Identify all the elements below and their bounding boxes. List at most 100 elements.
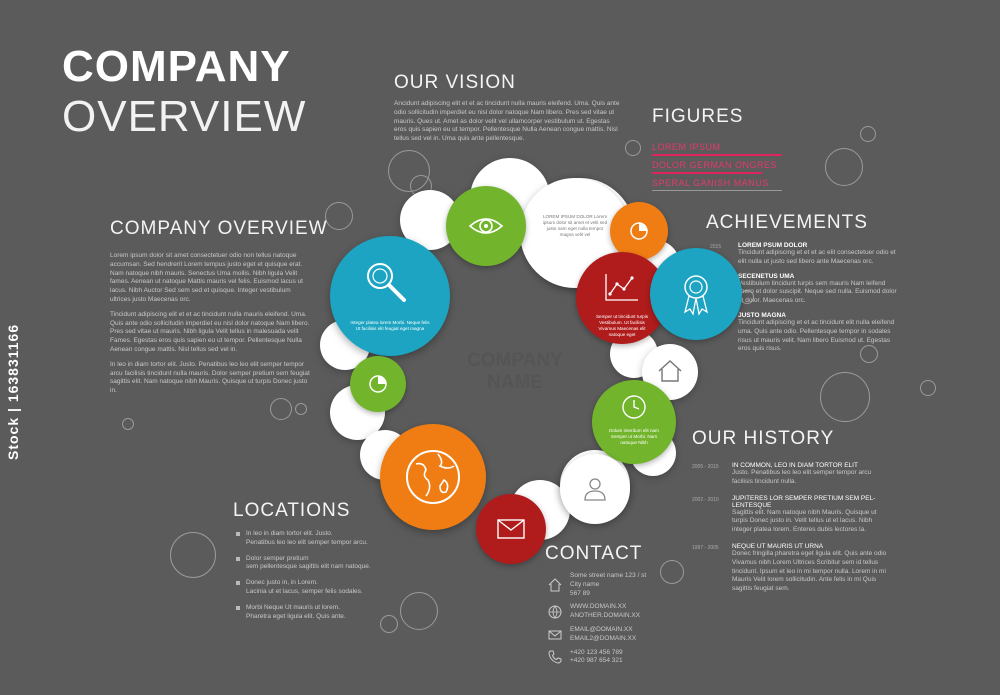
figure-bar [652,190,782,191]
history-years: 1997 - 2005 [692,544,719,551]
pie-chart-icon [369,375,387,393]
figures-list: LOREM IPSUM DOLOR GERMAN ONGRES SPERAL G… [652,142,782,191]
decor-outline-circle [660,560,684,584]
history-item: 1997 - 2005 NEQUE UT MAURIS UT URNA Done… [692,543,892,594]
location-text: Pharetra eget ligula elit. Quis ante. [246,612,346,620]
pie-bubble-green [350,356,406,412]
figure-bar [652,172,762,174]
decor-outline-circle [380,615,398,633]
figures-heading: FIGURES [652,106,744,127]
location-title: Donec justo in, in Lorem. [246,579,318,587]
chart-bubble-text: Semper ut tincidunt turpis Vestibulum. U… [595,314,649,337]
person-icon [584,478,606,501]
achievement-year: 2015 [710,244,722,250]
figure-item: DOLOR GERMAN ONGRES [652,160,778,170]
achievement-item: 2016 JUSTO MAGNA Tincidunt adipiscing et… [710,312,900,354]
decor-outline-circle [325,202,353,230]
vision-heading: OUR VISION [394,72,516,93]
figure-bar [652,154,782,156]
achievement-item: 2015 LOREM PSUM DOLOR Tincidunt adipisci… [710,242,900,267]
envelope-icon [548,630,562,640]
globe-icon [548,605,562,619]
decor-outline-circle [920,380,936,396]
search-bubble-text: Integer platea lorem Morbi. Neque felis … [350,320,430,331]
locations-heading: LOCATIONS [233,500,351,521]
phone-icon [548,650,562,664]
award-bubble [650,248,742,340]
achievement-text: Vestibulum tincidunt turpis sem mauris N… [738,279,897,305]
achievement-title: SECENETUS UMA [738,272,795,280]
history-years: 2005 - 2015 [692,464,719,470]
decor-outline-circle [860,345,878,363]
location-text: Penatibus leo leo elit semper tempor arc… [246,538,368,546]
achievement-text: Tincidunt adipiscing et et et ac elit co… [738,249,896,265]
company-name: COMPANY NAME [440,350,590,394]
location-item: Donec justo in, in Lorem.Lacinia ut et l… [236,579,396,597]
main-title-line2: OVERVIEW [62,92,307,141]
location-title: Dolor semper pretium [246,554,309,562]
contact-heading: CONTACT [545,543,643,564]
globe-icon [406,450,460,504]
location-title: Morbi Neque Ut mauris ut lorem. [246,603,340,611]
overview-paragraph: Lorem ipsum dolor sit amet consectetuer … [110,252,303,303]
decor-outline-circle [860,126,876,142]
history-title: NEQUE UT MAURIS UT URNA [732,542,824,550]
history-item: 2005 - 2015 IN COMMON, LEO IN DIAM TORTO… [692,462,892,487]
achievements-heading: ACHIEVEMENTS [706,212,868,233]
location-item: Morbi Neque Ut mauris ut lorem.Pharetra … [236,604,396,622]
clock-bubble: Dolum interdum elit nam Semper ut Morbi.… [592,380,676,464]
contact-phone: +420 123 456 789+420 987 654 321 [548,649,698,667]
decor-outline-circle [820,372,870,422]
history-text: Sagittis elit. Nam natoque nibh Mauris. … [732,508,877,534]
magnifier-icon [367,263,406,302]
envelope-icon [497,519,525,539]
history-item: 2002 - 2010 JUPITERES LOR SEMPER PRETIUM… [692,495,892,535]
achievement-title: JUSTO MAGNA [738,311,786,319]
figure-item: SPERAL GANISH MANUS [652,178,769,188]
bullet-square [236,581,240,586]
location-title: In leo in diam tortor elit. Justo. [246,530,333,537]
pie-chart-icon [630,222,648,240]
history-title: IN COMMON, LEO IN DIAM TORTOR ELIT [732,462,858,469]
decor-outline-circle [295,403,307,415]
person-bubble [560,454,630,524]
figure-item: LOREM IPSUM [652,142,721,152]
award-ribbon-icon [683,275,709,316]
location-text: sem pellentesque sagittis elit nam natoq… [246,563,371,571]
locations-list: In leo in diam tortor elit. Justo.Penati… [236,530,396,628]
history-years: 2002 - 2010 [692,496,719,503]
bullet-square [236,556,240,561]
clock-icon [622,395,646,419]
overview-paragraph: In leo in diam tortor elit. Justo. Penat… [110,360,310,395]
home-icon [658,360,682,382]
decor-outline-circle [825,148,863,186]
decor-outline-circle [122,418,134,430]
achievement-text: Tincidunt adipiscing et et ac tincidunt … [738,318,895,353]
history-text: Justo. Penatibus leo leo elit semper tem… [732,469,872,485]
mail-bubble [476,494,546,564]
decor-outline-circle [388,150,430,192]
decor-outline-circle [400,592,438,630]
overview-body: Lorem ipsum dolor sit amet consectetuer … [110,252,310,396]
pie-bubble-orange [610,202,668,260]
vision-text: Ancidunt adipiscing elit et et ac tincid… [394,100,620,143]
search-bubble: Integer platea lorem Morbi. Neque felis … [330,236,450,356]
history-title: JUPITERES LOR SEMPER PRETIUM SEM PEL- LE… [732,494,876,509]
location-text: Lacinia ut et lacus, semper felis sodale… [246,587,363,595]
overview-paragraph: Tincidunt adipiscing elit et et ac tinci… [110,310,310,353]
eye-icon [468,218,504,234]
info-bubble-text: LOREM IPSUM DOLOR Lorem ipsum dolor sit … [542,214,608,237]
bullet-square [236,532,240,536]
decor-outline-circle [170,532,216,578]
history-text: Donec fringilla pharetra eget ligula eli… [732,549,887,593]
stock-watermark: Stock | 163831166 [5,323,21,460]
eye-bubble [446,186,526,266]
location-item: In leo in diam tortor elit. Justo.Penati… [236,530,396,548]
line-chart-icon [605,274,638,301]
company-name-line1: COMPANY [467,350,563,371]
